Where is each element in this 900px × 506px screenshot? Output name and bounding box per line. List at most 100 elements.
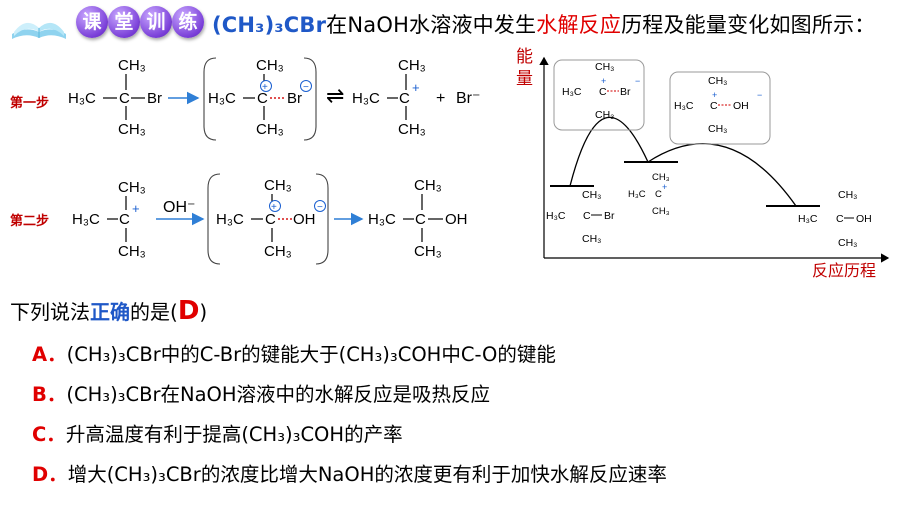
ts2-ch3-bottom: CH₃ xyxy=(264,243,292,260)
ts2-plus: + xyxy=(271,202,277,213)
e-i-ch3-top: CH₃ xyxy=(652,172,670,183)
ts2-bracket-left xyxy=(207,173,221,265)
e-ts1-c: C xyxy=(599,86,607,98)
e-r-ch3-bottom: CH₃ xyxy=(582,233,601,245)
x-axis-label: 反应历程 xyxy=(812,261,876,280)
book-icon xyxy=(12,22,66,39)
e-ts2-c: C xyxy=(710,100,718,112)
ts1-plus: + xyxy=(262,82,268,93)
question-stem: 下列说法正确的是(D) xyxy=(10,296,207,326)
option-c: C．升高温度有利于提高(CH₃)₃COH的产率 xyxy=(32,418,403,447)
e-p-ch3-bottom: CH₃ xyxy=(838,237,857,249)
question-prefix: 下列说法 xyxy=(10,300,90,324)
s1-br: Br xyxy=(147,90,162,107)
option-a-text: (CH₃)₃CBr中的C-Br的键能大于(CH₃)₃COH中C-O的键能 xyxy=(66,343,556,366)
e-ts1-minus: − xyxy=(635,76,640,86)
ts1-box xyxy=(553,59,645,131)
question-close: ) xyxy=(199,300,208,324)
step2-label: 第二步 xyxy=(10,214,50,229)
ts1-c: C xyxy=(257,90,268,107)
header-badge-1: 课 xyxy=(76,6,108,38)
e-ts2-minus: − xyxy=(757,90,762,100)
header-badge-2: 堂 xyxy=(108,6,140,38)
ts1-br: Br xyxy=(287,90,302,107)
e-i-ch3-bottom: CH₃ xyxy=(652,206,670,217)
e-i-h3c: H₃C xyxy=(628,189,646,200)
e-ts1-h3c: H₃C xyxy=(562,86,582,98)
s2-c: C xyxy=(119,211,130,228)
cat1-h3c: H₃C xyxy=(352,90,380,107)
prod-ch3-top: CH₃ xyxy=(414,177,442,194)
ts2-c: C xyxy=(265,211,276,228)
ts2-bracket-right xyxy=(315,173,329,265)
e-ts2-ch3-bottom: CH₃ xyxy=(708,123,727,135)
y-axis-label-1: 能 xyxy=(516,47,533,66)
ts2-oh: OH xyxy=(293,211,316,228)
e-r-br: Br xyxy=(604,210,615,222)
s2-ch3-bottom: CH₃ xyxy=(118,243,146,260)
prod-h3c: H₃C xyxy=(368,211,396,228)
title-end: 历程及能量变化如图所示： xyxy=(621,13,876,37)
e-ts2-oh: OH xyxy=(733,100,749,112)
e-p-oh: OH xyxy=(856,213,872,225)
prod-oh: OH xyxy=(445,211,468,228)
title-mid: 在NaOH水溶液中发生 xyxy=(326,13,537,37)
question-open: 的是( xyxy=(130,300,178,324)
s1-ch3-top: CH₃ xyxy=(118,57,146,74)
cat1-plus: + xyxy=(412,80,420,95)
prod-ch3-bottom: CH₃ xyxy=(414,243,442,260)
ts2-minus: − xyxy=(317,202,323,213)
e-ts1-ch3-top: CH₃ xyxy=(595,61,614,73)
ts1-minus: − xyxy=(303,82,309,93)
e-ts1-ch3-bottom: CH₃ xyxy=(595,109,614,121)
s2-h3c: H₃C xyxy=(72,211,100,228)
cat1-ch3-top: CH₃ xyxy=(398,57,426,74)
s2-oh-minus: OH⁻ xyxy=(163,199,195,216)
title-highlight: 水解反应 xyxy=(536,13,622,37)
option-c-text: 升高温度有利于提高(CH₃)₃COH的产率 xyxy=(65,423,403,446)
answer-letter: D xyxy=(177,296,200,326)
ts2-ch3-top: CH₃ xyxy=(264,177,292,194)
cat1-ch3-bottom: CH₃ xyxy=(398,121,426,138)
option-a-letter: A． xyxy=(32,343,67,366)
e-r-ch3-top: CH₃ xyxy=(582,189,601,201)
energy-curve-step2 xyxy=(647,143,797,207)
option-b: B．(CH₃)₃CBr在NaOH溶液中的水解反应是吸热反应 xyxy=(32,378,490,407)
e-r-c: C xyxy=(583,210,591,222)
e-ts2-ch3-top: CH₃ xyxy=(708,75,727,87)
header-badge-4: 练 xyxy=(172,6,204,38)
e-i-c: C xyxy=(655,189,662,200)
question-keyword: 正确 xyxy=(90,300,130,324)
e-i-plus: + xyxy=(662,182,667,192)
ts2-box xyxy=(669,71,771,145)
energy-diagram: 能 量 反应历程 CH₃ H₃C C Br + − CH₃ CH₃ H₃C C … xyxy=(516,47,890,280)
title-formula: (CH₃)₃CBr xyxy=(212,13,327,37)
option-a: A．(CH₃)₃CBr中的C-Br的键能大于(CH₃)₃COH中C-O的键能 xyxy=(32,338,556,367)
s2-plus: + xyxy=(132,201,140,216)
s1-equilibrium: ⇌ xyxy=(326,83,344,108)
s1-ch3-bottom: CH₃ xyxy=(118,121,146,138)
option-b-letter: B． xyxy=(32,383,67,406)
header-badge-3: 训 xyxy=(140,6,172,38)
e-p-h3c: H₃C xyxy=(798,213,818,225)
e-ts1-br: Br xyxy=(620,86,631,98)
option-d: D．增大(CH₃)₃CBr的浓度比增大NaOH的浓度更有利于加快水解反应速率 xyxy=(32,458,667,487)
e-p-ch3-top: CH₃ xyxy=(838,189,857,201)
s1-br-minus: Br⁻ xyxy=(456,90,480,107)
ts1-bracket-right xyxy=(303,57,317,141)
option-c-letter: C． xyxy=(32,423,66,446)
e-r-h3c: H₃C xyxy=(546,210,566,222)
s1-h3c: H₃C xyxy=(68,90,96,107)
step1-label: 第一步 xyxy=(10,96,50,111)
e-ts2-h3c: H₃C xyxy=(674,100,694,112)
ts1-ch3-top: CH₃ xyxy=(256,57,284,74)
energy-curve-step1 xyxy=(569,116,649,187)
prod-c: C xyxy=(415,211,426,228)
mechanism-diagram: CH₃ H₃C C Br CH₃ CH₃ H₃C C + Br − CH₃ ⇌ … xyxy=(68,57,480,265)
slide-title: (CH₃)₃CBr在NaOH水溶液中发生水解反应历程及能量变化如图所示： xyxy=(212,9,875,39)
e-p-c: C xyxy=(836,213,844,225)
y-axis-label-2: 量 xyxy=(516,69,533,88)
cat1-c: C xyxy=(399,90,410,107)
ts1-h3c: H₃C xyxy=(208,90,236,107)
s1-c: C xyxy=(119,90,130,107)
